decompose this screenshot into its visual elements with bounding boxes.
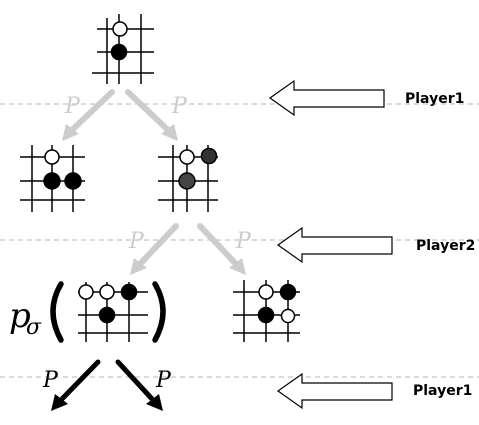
black-stone: [178, 172, 196, 190]
black-stone: [120, 283, 138, 301]
edge-label-p: P: [155, 368, 172, 393]
white-stone: [258, 284, 274, 300]
black-stone: [200, 147, 218, 165]
black-stone: [43, 172, 61, 190]
white-stone: [179, 149, 195, 165]
arrow-l1-to-right: [197, 223, 246, 275]
black-stone: [98, 306, 116, 324]
right-paren: [152, 281, 166, 343]
edge-label-p: P: [171, 94, 188, 119]
level1-left-board: [20, 145, 85, 212]
white-stone: [78, 284, 94, 300]
root-board: [92, 14, 154, 84]
policy-symbol: p: [9, 296, 31, 336]
player-pointer-arrow: [276, 226, 393, 264]
arrow-l2-to-right: [115, 359, 163, 411]
black-stone: [257, 306, 275, 324]
white-stone: [112, 21, 128, 37]
white-stone: [44, 149, 60, 165]
edge-label-p: P: [42, 368, 59, 393]
arrow-root-to-left: [62, 89, 115, 141]
black-stone: [279, 283, 297, 301]
edge-label-p: P: [235, 229, 252, 254]
white-stone: [280, 308, 296, 324]
white-stone: [99, 284, 115, 300]
edge-label-p: P: [128, 229, 145, 254]
edge-label-p: P: [64, 94, 81, 119]
player-label-level-3: Player1: [413, 383, 473, 399]
arrow-root-to-right: [125, 89, 178, 141]
level1-right-board: [158, 145, 218, 212]
player-pointer-arrow: [268, 79, 385, 117]
black-stone: [110, 43, 128, 61]
arrow-l1-to-left: [130, 223, 179, 275]
player-pointer-arrow: [276, 372, 393, 410]
level2-left-board: [78, 282, 148, 342]
policy-subscript: σ: [26, 315, 42, 340]
arrow-l2-to-left: [51, 359, 101, 411]
left-paren: [50, 281, 64, 343]
player-label-level-1: Player1: [405, 91, 465, 107]
level2-right-board: [233, 280, 300, 342]
player-label-level-2: Player2: [416, 238, 476, 254]
black-stone: [64, 172, 82, 190]
